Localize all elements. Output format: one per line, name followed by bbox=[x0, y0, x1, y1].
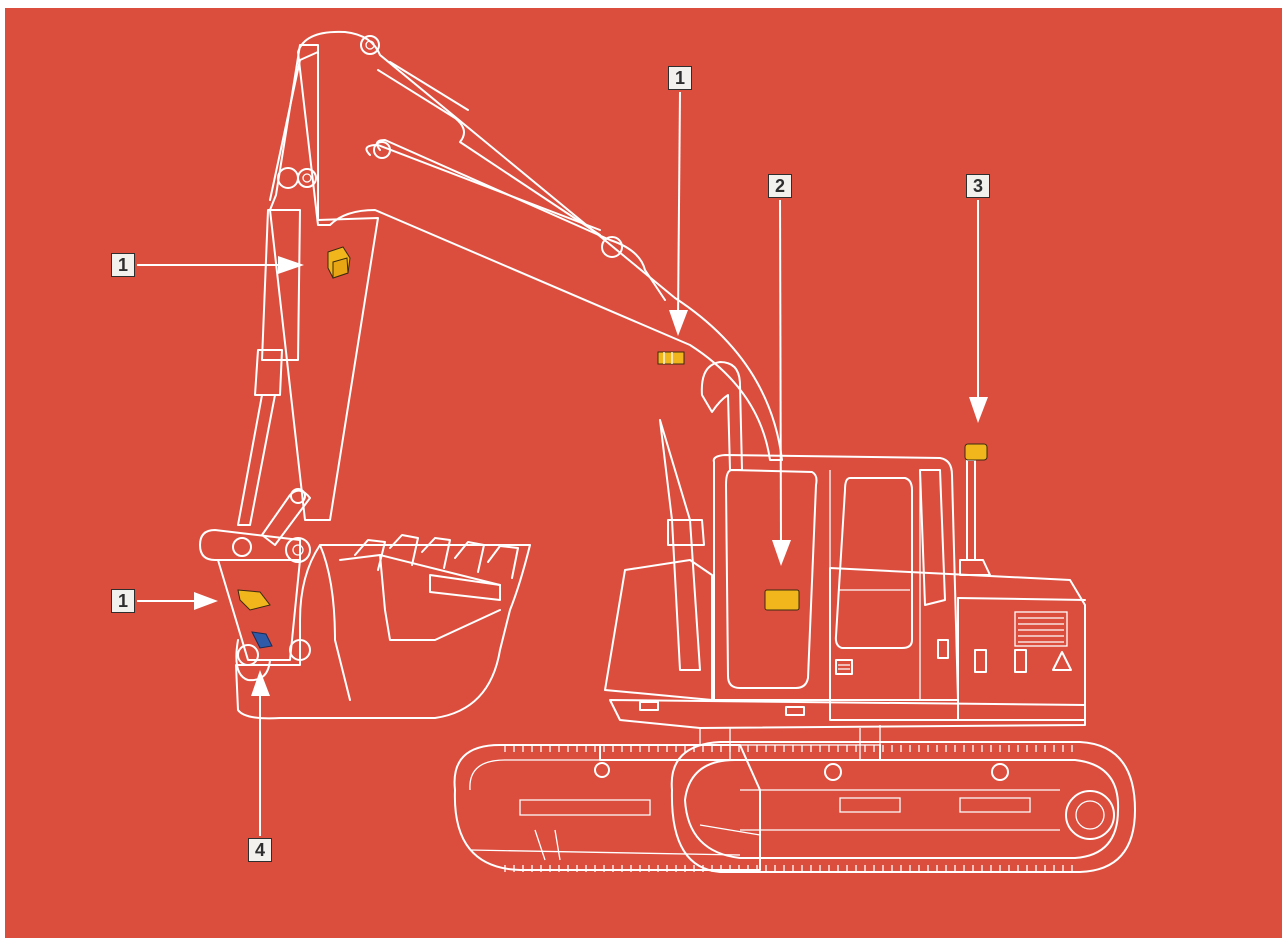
component-markers bbox=[238, 247, 987, 648]
callout-1-boom: 1 bbox=[668, 66, 692, 90]
tracks bbox=[455, 728, 1135, 872]
callout-2-cab: 2 bbox=[768, 174, 792, 198]
bucket-coupler bbox=[200, 530, 530, 718]
callout-1-coupler: 1 bbox=[111, 589, 135, 613]
arm bbox=[238, 45, 378, 545]
callout-3-beacon: 3 bbox=[966, 174, 990, 198]
callout-1-arm: 1 bbox=[111, 253, 135, 277]
callout-4-coupler: 4 bbox=[248, 838, 272, 862]
callout-arrows bbox=[137, 92, 988, 836]
